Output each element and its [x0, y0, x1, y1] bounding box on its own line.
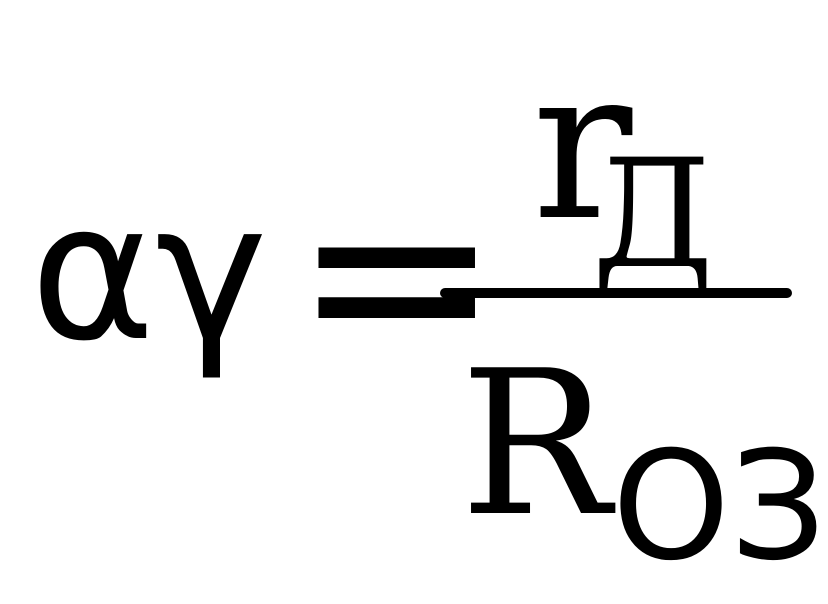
fraction-bar — [440, 288, 792, 298]
equals-sign: = — [292, 129, 502, 420]
denominator-symbol: R — [460, 328, 611, 561]
numerator-subscript: Д — [592, 128, 714, 302]
numerator-symbol: r — [532, 22, 633, 267]
formula-lhs: αγ — [30, 162, 268, 383]
denominator-subscript: ОЗ — [612, 420, 827, 594]
